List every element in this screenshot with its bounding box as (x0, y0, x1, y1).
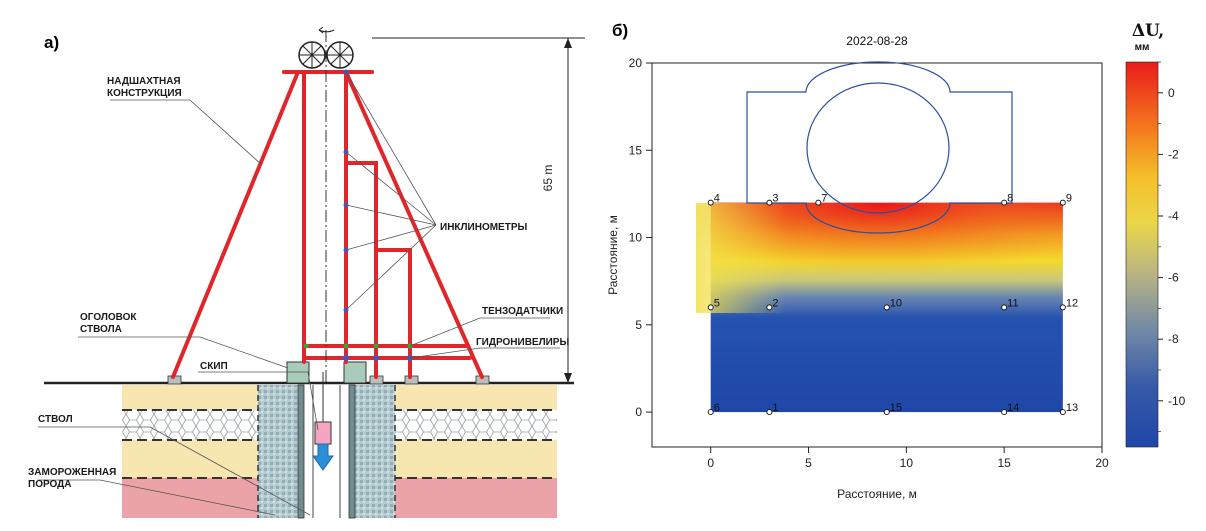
panel-a: а) (28, 26, 585, 519)
measurement-point (883, 409, 890, 416)
point-label: 12 (1066, 297, 1078, 309)
callout-leaders (38, 71, 560, 516)
building-outline (746, 61, 1013, 234)
colorbar-tick-label: -2 (1168, 147, 1179, 161)
x-tick-label: 10 (900, 456, 914, 470)
point-label: 13 (1066, 402, 1078, 414)
measurement-point (883, 304, 890, 311)
callout-frozen-line1: ЗАМОРОЖЕННАЯ (28, 467, 116, 478)
point-label: 4 (714, 193, 720, 205)
height-dimension (372, 37, 585, 383)
strain-gauge-marker (303, 343, 309, 349)
colorbar-gradient (1126, 62, 1158, 447)
shaft-collar-block-left (286, 361, 310, 384)
x-tick-label: 20 (1095, 456, 1109, 470)
headframe-strut (344, 161, 378, 379)
point-label: 11 (1007, 297, 1018, 309)
y-tick-label: 5 (635, 318, 642, 332)
panel-a-label: а) (44, 33, 59, 52)
measurement-point (1001, 304, 1008, 311)
shaft-wall-right (348, 384, 356, 519)
measurement-point (707, 409, 714, 416)
point-label: 5 (714, 297, 720, 309)
x-axis: 0 5 10 15 20 (707, 447, 1109, 470)
left-fade-overlay (696, 203, 786, 313)
y-axis: 0 5 10 15 20 (629, 56, 652, 419)
y-axis-label: Расстояние, м (606, 215, 620, 295)
colorbar-label: ΔU, (1132, 21, 1164, 41)
measurement-point (1059, 199, 1066, 206)
shaft-outline (806, 82, 950, 214)
point-label: 8 (1007, 193, 1013, 205)
colorbar-tick-label: 0 (1168, 86, 1175, 100)
x-tick-label: 0 (707, 456, 714, 470)
sheave-wheels (298, 41, 354, 69)
hydrolevel-marker (373, 355, 379, 361)
point-label: 3 (772, 193, 778, 205)
colorbar-tick-label: -6 (1168, 271, 1179, 285)
callout-skip: СКИП (200, 361, 228, 372)
point-label: 6 (714, 402, 720, 414)
x-axis-label: Расстояние, м (837, 487, 917, 501)
headframe-leg-left (171, 70, 300, 379)
y-tick-label: 20 (629, 56, 643, 70)
callout-collar-line1: ОГОЛОВОК (80, 312, 137, 323)
strain-gauge-marker (373, 343, 379, 349)
point-label: 10 (890, 297, 902, 309)
panel-b-label: б) (612, 21, 628, 40)
point-label: 14 (1007, 402, 1019, 414)
x-tick-label: 5 (805, 456, 812, 470)
point-label: 7 (821, 193, 827, 205)
ground-section (122, 384, 557, 519)
measurement-point (1059, 409, 1066, 416)
colorbar-tick-label: -4 (1168, 209, 1179, 223)
colorbar-unit: мм (1135, 42, 1150, 53)
hydrolevel-marker (343, 355, 349, 361)
point-label: 15 (890, 402, 902, 414)
measurement-point (815, 199, 822, 206)
chart-title: 2022-08-28 (846, 34, 908, 48)
measurement-point (766, 199, 773, 206)
measurement-point (707, 199, 714, 206)
down-arrow-icon (312, 443, 334, 471)
measurement-point (1059, 304, 1066, 311)
callout-hydrolevels: ГИДРОНИВЕЛИРЫ (476, 337, 569, 348)
colorbar-tick-label: -8 (1168, 332, 1179, 346)
callout-strain-gauges: ТЕНЗОДАТЧИКИ (482, 306, 563, 317)
shaft-collar-block-right (343, 361, 367, 384)
point-label: 2 (772, 297, 778, 309)
y-tick-label: 10 (629, 231, 643, 245)
point-label: 1 (772, 402, 778, 414)
y-tick-label: 15 (629, 143, 643, 157)
sensor-markers (303, 69, 413, 361)
foundation-outline (746, 61, 1013, 234)
measurement-point (766, 409, 773, 416)
frozen-zone-left (258, 385, 298, 518)
measurement-point (707, 304, 714, 311)
measurement-point (766, 304, 773, 311)
callout-headframe-line2: КОНСТРУКЦИЯ (107, 88, 182, 99)
shaft-wall-left (297, 384, 305, 519)
x-tick-label: 15 (997, 456, 1011, 470)
callout-collar-line2: СТВОЛА (80, 324, 122, 335)
y-tick-label: 0 (635, 405, 642, 419)
strain-gauge-marker (343, 343, 349, 349)
callout-inclinometers: ИНКЛИНОМЕТРЫ (440, 222, 527, 233)
colorbar: ΔU, мм 0 -2 -4 -6 -8 -10 (1125, 21, 1186, 448)
callout-shaft: СТВОЛ (38, 414, 73, 425)
frozen-zone-right (355, 385, 395, 518)
point-label: 9 (1066, 193, 1072, 205)
callout-frozen-line2: ПОРОДА (28, 479, 72, 490)
colorbar-tick-label: -10 (1168, 394, 1186, 408)
colorbar-ticks: 0 -2 -4 -6 -8 -10 (1158, 61, 1186, 433)
measurement-point (1001, 199, 1008, 206)
height-label: 65 m (541, 165, 555, 192)
measurement-point (1001, 409, 1008, 416)
callout-headframe-line1: НАДШАХТНАЯ (107, 76, 181, 87)
